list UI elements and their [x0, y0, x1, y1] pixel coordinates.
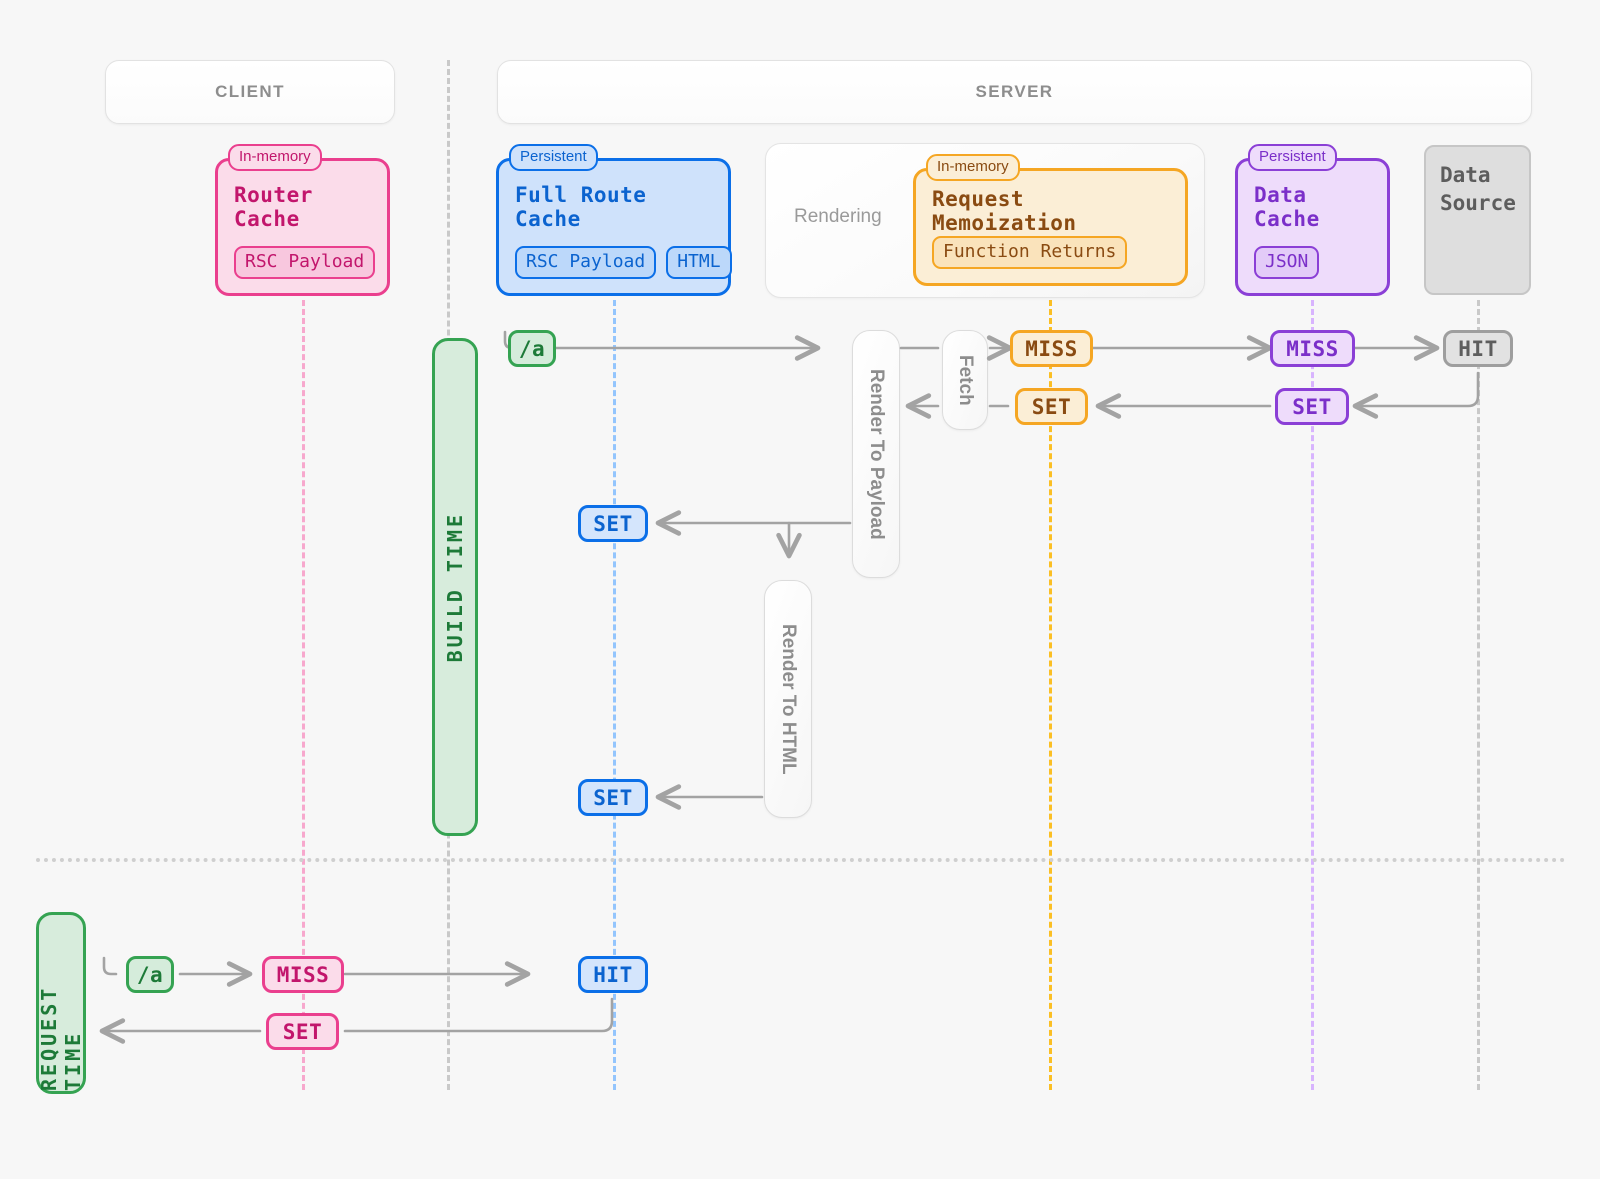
badge-router-cache-miss[interactable]: MISS — [262, 956, 344, 993]
data-source-line1: Data — [1440, 163, 1491, 187]
rendering-label: Rendering — [794, 206, 882, 227]
chip-html: HTML — [666, 246, 732, 279]
badge-route-request-time[interactable]: /a — [126, 956, 174, 993]
process-render-to-payload: Render To Payload — [852, 330, 900, 578]
card-request-memoization[interactable]: In-memory Request Memoization Function R… — [913, 154, 1188, 286]
card-tag-full-route-cache: Persistent — [509, 144, 598, 171]
badge-frc-hit[interactable]: HIT — [578, 956, 648, 993]
card-router-cache[interactable]: In-memory Router Cache RSC Payload — [215, 144, 390, 296]
zone-label-client: CLIENT — [215, 82, 285, 101]
card-tag-request-memoization: In-memory — [926, 154, 1020, 181]
zone-label-server: SERVER — [975, 82, 1054, 101]
lifeline-router-cache — [302, 300, 305, 1090]
process-label-fetch: Fetch — [955, 354, 976, 406]
timeline-divider — [36, 858, 1566, 862]
chip-rsc-payload: RSC Payload — [515, 246, 657, 279]
badge-memo-set[interactable]: SET — [1015, 388, 1088, 425]
process-label-render-to-payload: Render To Payload — [866, 368, 887, 540]
card-title-full-route-cache: Full Route Cache — [515, 183, 647, 231]
card-chips-request-memoization: Function Returns — [932, 236, 1169, 269]
phase-label-request-time: REQUEST TIME — [37, 985, 85, 1091]
card-chips-router-cache: RSC Payload — [234, 246, 376, 279]
card-tag-data-cache: Persistent — [1248, 144, 1337, 171]
data-source-line2: Source — [1440, 191, 1516, 216]
lifeline-data-cache — [1311, 300, 1314, 1090]
badge-router-cache-set[interactable]: SET — [266, 1013, 339, 1050]
chip-rsc-payload: RSC Payload — [234, 246, 376, 279]
lifeline-data-source — [1477, 300, 1480, 1090]
chip-function-returns: Function Returns — [932, 236, 1128, 269]
card-title-router-cache: Router Cache — [234, 183, 313, 231]
badge-frc-set-payload[interactable]: SET — [578, 505, 648, 542]
card-title-data-cache: Data Cache — [1254, 183, 1320, 231]
card-tag-router-cache: In-memory — [228, 144, 322, 171]
lifeline-request-memoization — [1049, 300, 1052, 1090]
process-label-render-to-html: Render To HTML — [778, 623, 799, 775]
card-chips-full-route-cache: RSC Payload HTML — [515, 246, 732, 279]
card-chips-data-cache: JSON — [1254, 246, 1371, 279]
process-render-to-html: Render To HTML — [764, 580, 812, 818]
badge-data-cache-set[interactable]: SET — [1275, 388, 1349, 425]
box-data-source: Data Source — [1424, 145, 1531, 295]
zone-header-server: SERVER — [497, 60, 1532, 124]
phase-label-build-time: BUILD TIME — [443, 511, 467, 663]
zone-header-client: CLIENT — [105, 60, 395, 124]
badge-memo-miss[interactable]: MISS — [1010, 330, 1093, 367]
card-data-cache[interactable]: Persistent Data Cache JSON — [1235, 144, 1390, 296]
phase-bar-request-time: REQUEST TIME — [36, 912, 86, 1094]
card-title-request-memoization: Request Memoization — [932, 187, 1077, 235]
process-fetch: Fetch — [942, 330, 988, 430]
badge-data-cache-miss[interactable]: MISS — [1270, 330, 1355, 367]
card-full-route-cache[interactable]: Persistent Full Route Cache RSC Payload … — [496, 144, 732, 296]
badge-frc-set-html[interactable]: SET — [578, 779, 648, 816]
lifeline-full-route-cache — [613, 300, 616, 1090]
chip-json: JSON — [1254, 246, 1320, 279]
badge-data-source-hit[interactable]: HIT — [1443, 330, 1513, 367]
badge-route-build-time[interactable]: /a — [508, 330, 556, 367]
phase-bar-build-time: BUILD TIME — [432, 338, 478, 836]
